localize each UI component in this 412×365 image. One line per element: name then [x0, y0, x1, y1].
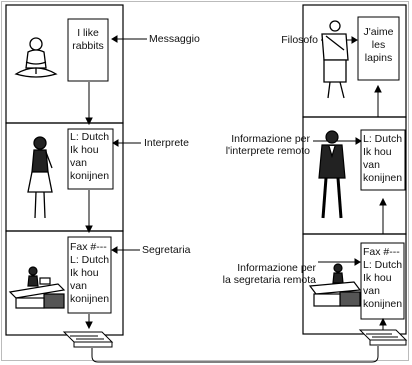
left-fax-machine — [62, 331, 114, 348]
note-line: Ik hou — [70, 144, 99, 156]
right-fax-machine — [358, 329, 408, 346]
note-line: I like — [77, 27, 99, 39]
left-note-3-text: Fax #--- L: Dutch Ik hou van konijnen — [68, 241, 112, 306]
note-line: konijnen — [363, 298, 403, 310]
left-label-arrows — [111, 35, 147, 254]
note-line: Fax #--- — [70, 241, 107, 253]
left-note-2 — [67, 128, 114, 190]
left-note-1-text: I like rabbits — [68, 27, 108, 53]
left-philosopher-figure — [14, 37, 58, 78]
note-line: Ik hou — [363, 272, 392, 284]
note-line: L: Dutch — [363, 259, 403, 271]
note-line: van — [363, 285, 380, 297]
label-info-segretaria: Informazione per la segretaria remota — [200, 262, 316, 286]
note-line: L: Dutch — [70, 254, 110, 266]
note-line: Fax #--- — [363, 246, 400, 258]
note-line: Ik hou — [70, 267, 99, 279]
left-note-3 — [67, 236, 112, 314]
right-note-3-text: Fax #--- L: Dutch Ik hou van konijnen — [361, 246, 405, 311]
note-line: Ik hou — [363, 146, 392, 158]
note-line: J'aime — [363, 26, 394, 38]
label-line: l'interprete remoto — [225, 145, 310, 157]
label-line: Informazione per — [231, 133, 310, 145]
label-messaggio: Messaggio — [149, 33, 200, 45]
note-line: les — [371, 39, 386, 51]
left-secretary-figure — [8, 266, 66, 309]
right-note-2-text: L: Dutch Ik hou van konijnen — [361, 133, 406, 185]
note-line: lapins — [364, 52, 393, 64]
right-up-arrows — [374, 84, 387, 330]
note-line: van — [363, 159, 380, 171]
right-note-3 — [360, 242, 405, 320]
outer-frame — [1, 1, 409, 361]
label-interprete: Interprete — [144, 137, 189, 149]
left-layer-1-box — [5, 230, 124, 336]
right-secretary-figure — [308, 263, 362, 307]
left-down-arrows — [85, 82, 93, 330]
note-line: van — [70, 280, 87, 292]
note-line: konijnen — [70, 170, 110, 182]
label-info-interprete: Informazione per l'interprete remoto — [196, 133, 310, 157]
note-line: konijnen — [363, 172, 403, 184]
left-note-2-text: L: Dutch Ik hou van konijnen — [68, 131, 114, 183]
right-note-2 — [360, 129, 406, 191]
label-line: la segretaria remota — [222, 274, 316, 286]
note-line: L: Dutch — [70, 131, 110, 143]
label-line: Informazione per — [237, 262, 316, 274]
note-line: rabbits — [72, 40, 104, 52]
right-interpreter-figure — [318, 130, 346, 219]
left-interpreter-figure — [27, 136, 53, 219]
right-note-1 — [357, 16, 400, 81]
right-layer-1-box — [302, 233, 407, 335]
note-line: konijnen — [70, 293, 110, 305]
left-note-1 — [67, 18, 109, 82]
note-line: L: Dutch — [363, 133, 403, 145]
right-philosopher-figure — [321, 20, 349, 99]
note-line: van — [70, 157, 87, 169]
fax-link-line — [91, 346, 379, 363]
label-segretaria: Segretaria — [142, 244, 191, 256]
label-filosofo: Filosofo — [281, 34, 318, 46]
right-note-1-text: J'aime les lapins — [358, 26, 399, 65]
